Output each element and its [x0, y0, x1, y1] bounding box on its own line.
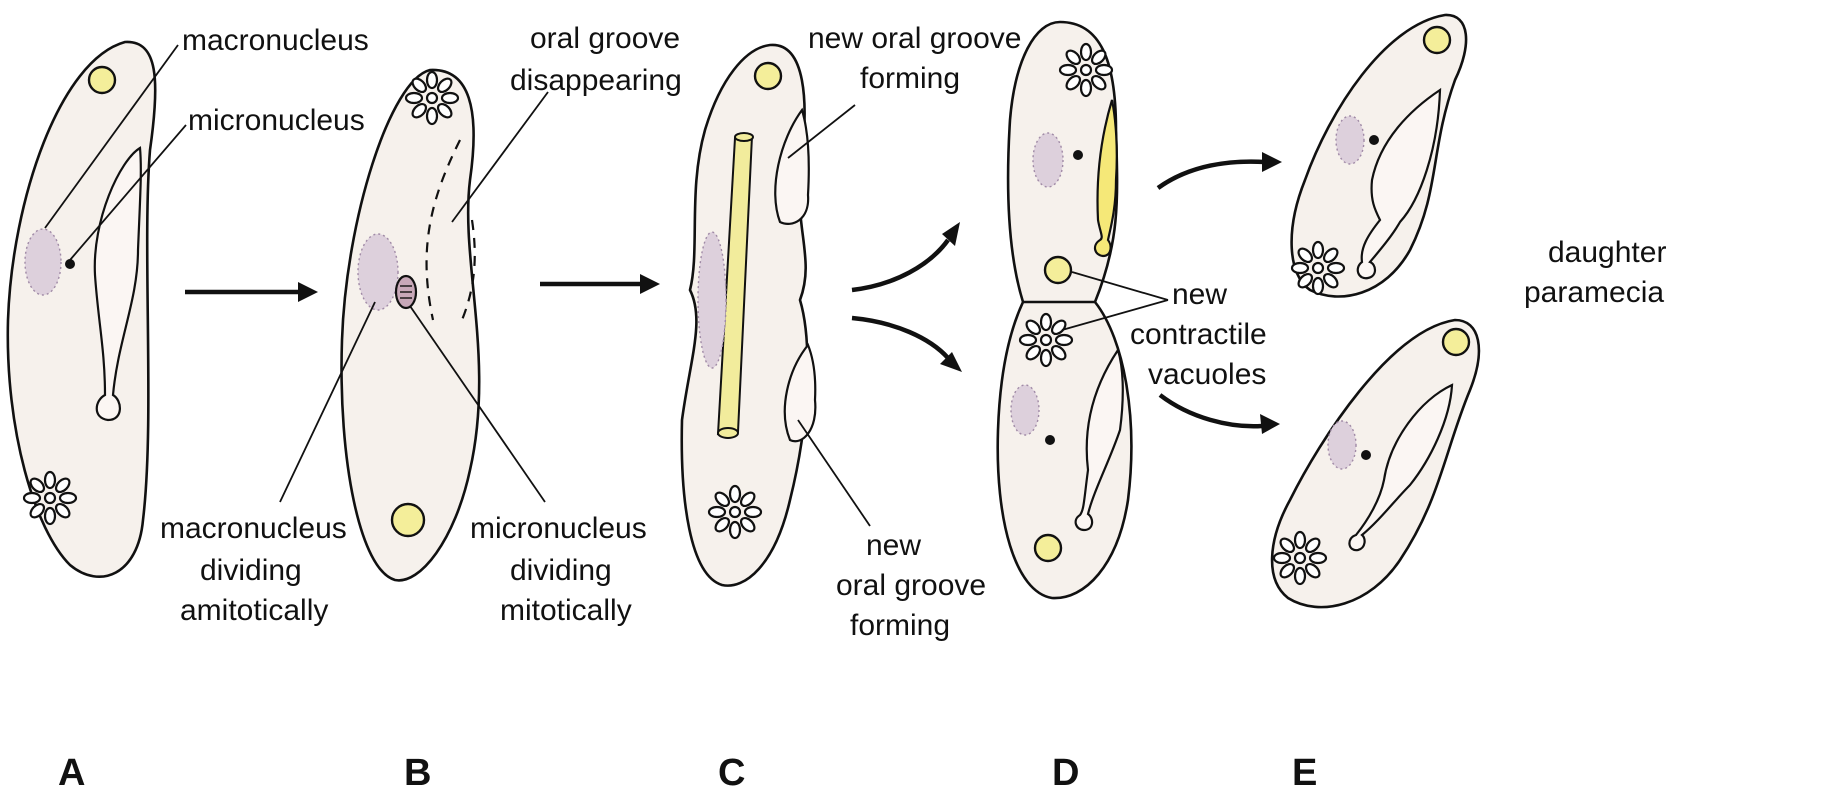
stage-letter-a: A	[58, 752, 85, 794]
stage-letters: A B C D E	[58, 752, 1317, 794]
label-macro-dividing-2: dividing	[200, 554, 302, 587]
stage-letter-c: C	[718, 752, 745, 794]
arrow-b-to-c	[540, 274, 660, 294]
label-oral-groove-disappearing-2: disappearing	[510, 64, 682, 97]
stage-letter-d: D	[1052, 752, 1079, 794]
label-new-cv-2: contractile	[1130, 318, 1267, 351]
paramecium-b	[280, 70, 548, 580]
label-micro-dividing-2: dividing	[510, 554, 612, 587]
stage-letter-e: E	[1292, 752, 1317, 794]
label-macro-dividing-3: amitotically	[180, 594, 328, 627]
arrows-c-to-d	[852, 222, 962, 372]
label-micro-dividing-1: micronucleus	[470, 512, 647, 545]
label-new-oral-groove-top-2: forming	[860, 62, 960, 95]
label-macronucleus: macronucleus	[182, 24, 369, 57]
label-new-oral-groove-bottom-1: new	[866, 529, 921, 562]
label-daughter-2: paramecia	[1524, 276, 1664, 309]
paramecium-d	[998, 22, 1168, 598]
label-new-cv-1: new	[1172, 278, 1227, 311]
paramecium-c	[682, 45, 870, 586]
paramecium-e-top	[1292, 15, 1466, 297]
label-micro-dividing-3: mitotically	[500, 594, 632, 627]
paramecium-a	[8, 42, 186, 577]
arrow-a-to-b	[185, 282, 318, 302]
label-new-cv-3: vacuoles	[1148, 358, 1266, 391]
label-new-oral-groove-bottom-3: forming	[850, 609, 950, 642]
stage-letter-b: B	[404, 752, 431, 794]
paramecium-e-bottom	[1272, 320, 1479, 607]
label-macro-dividing-1: macronucleus	[160, 512, 347, 545]
label-oral-groove-disappearing-1: oral groove	[530, 22, 680, 55]
label-daughter-1: daughter	[1548, 236, 1666, 269]
label-micronucleus: micronucleus	[188, 104, 365, 137]
label-new-oral-groove-top-1: new oral groove	[808, 22, 1021, 55]
label-new-oral-groove-bottom-2: oral groove	[836, 569, 986, 602]
